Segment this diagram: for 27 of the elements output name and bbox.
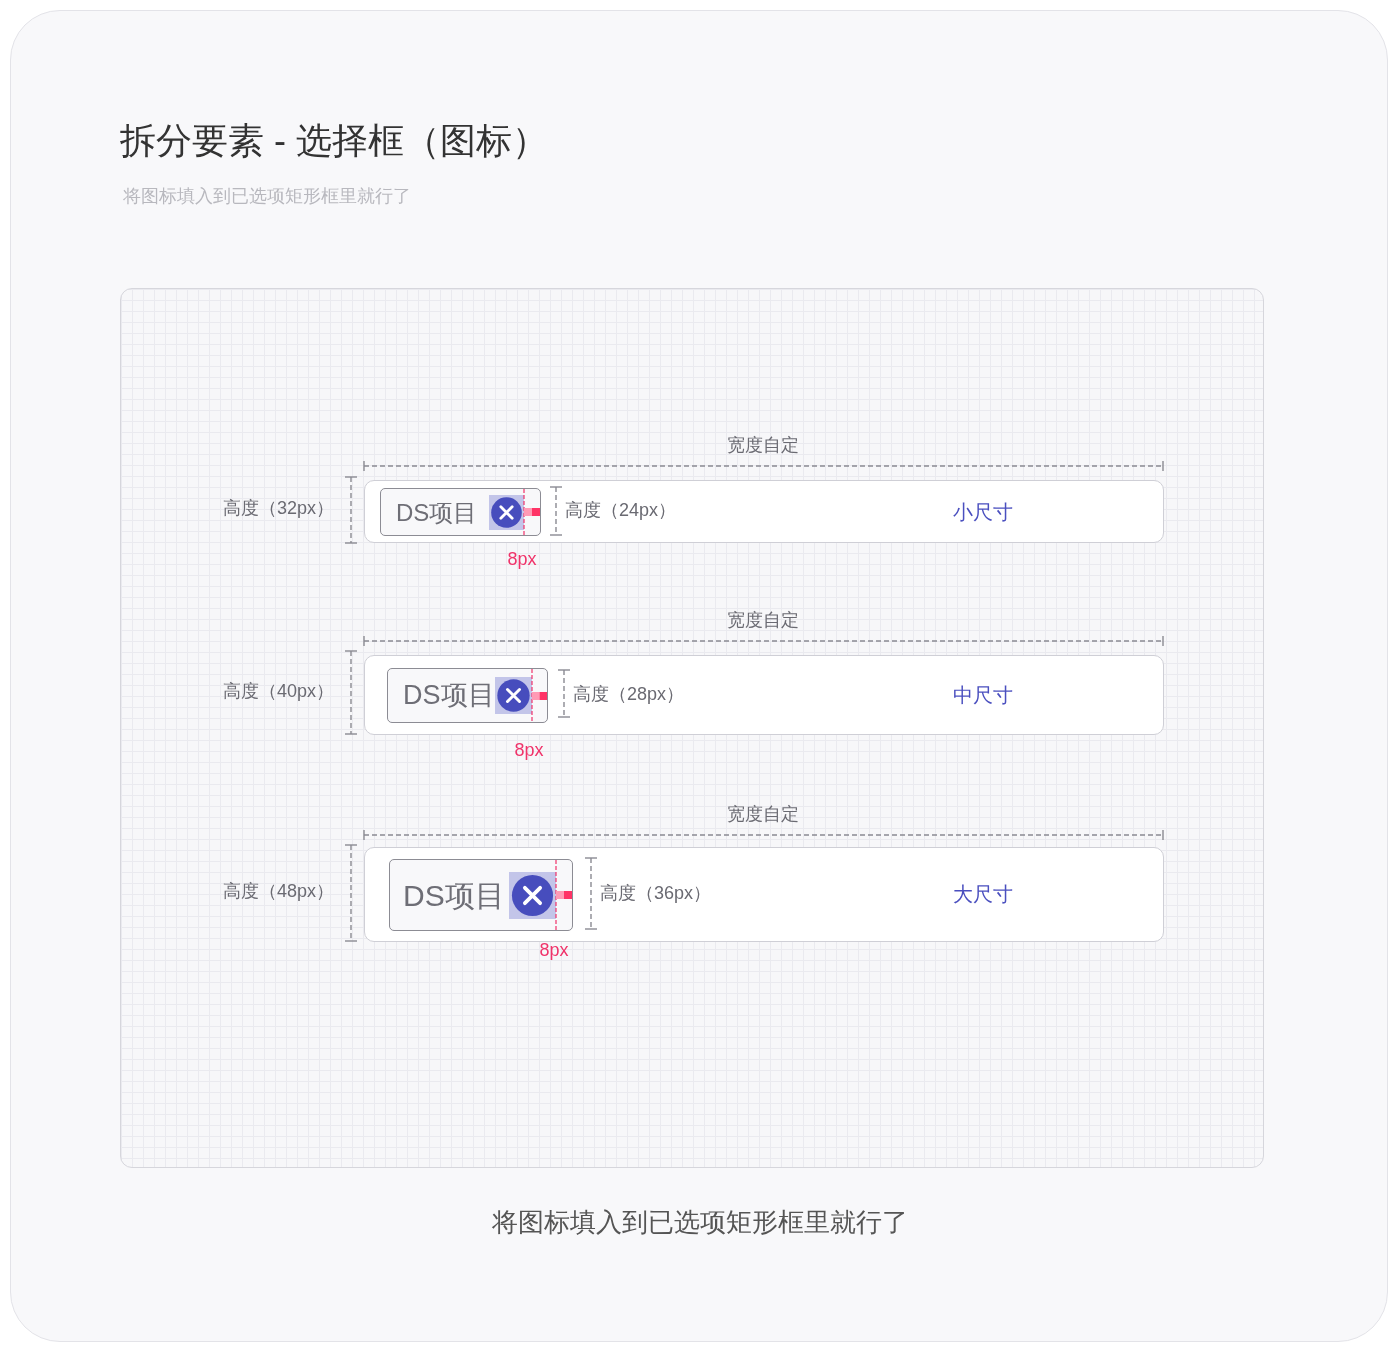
- tag-label: DS项目: [403, 878, 505, 914]
- select-box: [364, 655, 1164, 735]
- size-label: 中尺寸: [953, 683, 1013, 708]
- dimension-label: 宽度自定: [727, 803, 799, 826]
- spacing-label: 8px: [507, 548, 537, 571]
- tag-label: DS项目: [403, 679, 495, 712]
- dimension-label: 宽度自定: [727, 609, 799, 632]
- spacing-label: 8px: [514, 739, 544, 762]
- tag-chip: [380, 488, 541, 536]
- select-box: [364, 847, 1164, 942]
- tag-label: DS项目: [396, 498, 478, 528]
- dimension-label: 高度（24px）: [565, 499, 677, 522]
- size-label: 大尺寸: [953, 882, 1013, 907]
- caption: 将图标填入到已选项矩形框里就行了: [492, 1206, 908, 1239]
- dimension-label: 宽度自定: [727, 434, 799, 457]
- spacing-label: 8px: [539, 939, 569, 962]
- tag-chip: [389, 859, 573, 931]
- subtitle: 将图标填入到已选项矩形框里就行了: [123, 185, 411, 208]
- size-label: 小尺寸: [953, 500, 1013, 525]
- title: 拆分要素 - 选择框（图标）: [120, 119, 548, 163]
- dimension-label: 高度（28px）: [573, 683, 685, 706]
- tag-chip: [387, 668, 548, 723]
- dimension-label: 高度（48px）: [222, 880, 334, 903]
- dimension-label: 高度（40px）: [222, 680, 334, 703]
- dimension-label: 高度（32px）: [222, 497, 334, 520]
- select-box: [364, 480, 1164, 543]
- dimension-label: 高度（36px）: [600, 882, 712, 905]
